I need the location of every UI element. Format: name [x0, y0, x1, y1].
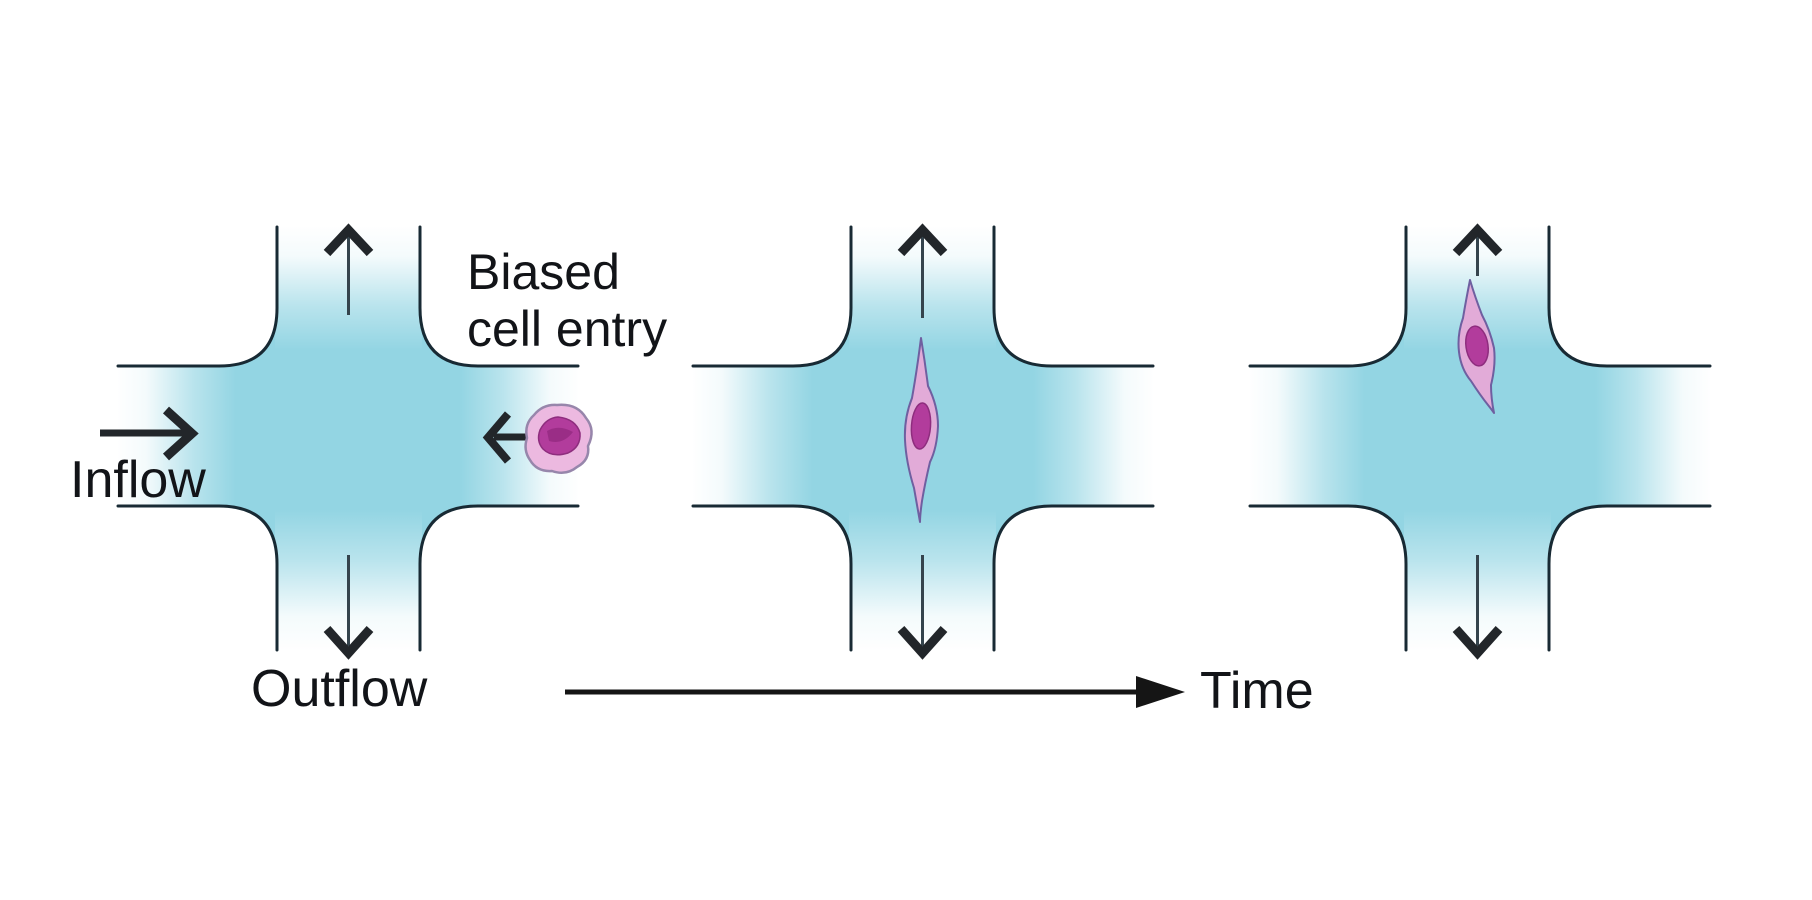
round-cell: [524, 403, 593, 475]
outflow-label: Outflow: [251, 660, 428, 718]
down-flow-arrow-icon: [323, 555, 374, 660]
junction-panel-1: [100, 223, 593, 660]
up-flow-arrow-icon: [1452, 223, 1503, 276]
wall-bottom-left: [691, 504, 853, 652]
biased-cell-entry-label-line2: cell entry: [467, 301, 667, 357]
spindle-cell: [1457, 279, 1496, 414]
wall-bottom-right: [992, 504, 1155, 652]
cell-nucleus: [910, 402, 932, 450]
biased-cell-entry-label-line1: Biased: [467, 244, 620, 300]
spindle-cell: [903, 337, 939, 523]
wall-bottom-right: [418, 504, 580, 652]
wall-bottom-left: [1248, 504, 1408, 652]
cell-nucleus: [1465, 325, 1489, 367]
down-flow-arrow-icon: [897, 555, 948, 660]
wall-top-right: [1547, 225, 1712, 368]
wall-top-right: [418, 225, 580, 368]
up-flow-arrow-icon: [897, 223, 948, 318]
down-flow-arrow-icon: [1452, 555, 1503, 660]
cell-nucleus-shade: [547, 427, 573, 442]
fluid-fade-right: [1033, 364, 1155, 508]
inflow-label: Inflow: [70, 451, 206, 509]
channel-fluid-fill: [118, 227, 578, 650]
up-flow-arrow-icon: [323, 223, 374, 315]
fluid-fade-left: [1248, 364, 1365, 508]
inflow-arrow-icon: [100, 406, 199, 461]
junction-panel-3: [1248, 223, 1712, 660]
wall-top-left: [116, 225, 279, 368]
channel-fluid-fill: [1250, 227, 1710, 650]
wall-top-left: [1248, 225, 1408, 368]
wall-top-right: [992, 225, 1155, 368]
time-label: Time: [1200, 662, 1314, 720]
wall-top-left: [691, 225, 853, 368]
junction-panel-2: [691, 223, 1155, 660]
wall-bottom-right: [1547, 504, 1712, 652]
fluid-fade-right: [1595, 364, 1712, 508]
fluid-fade-left: [691, 364, 813, 508]
wall-bottom-left: [116, 504, 279, 652]
time-axis-arrow-icon: [565, 676, 1185, 708]
